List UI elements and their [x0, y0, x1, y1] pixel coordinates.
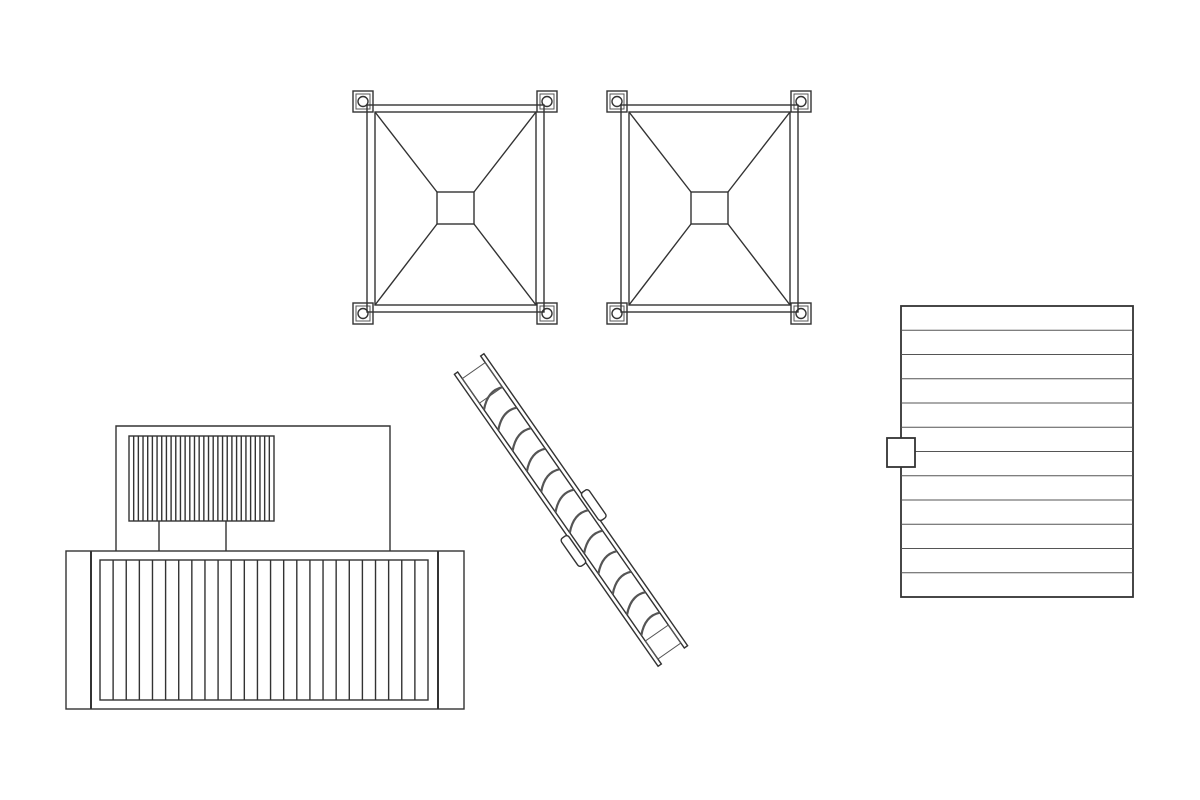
deck-post — [886, 437, 916, 468]
ladder-rung — [640, 611, 660, 636]
unit-end-dividers — [90, 551, 439, 709]
post-cap — [541, 95, 553, 108]
ladder-rung — [525, 447, 546, 472]
pergola-post — [606, 302, 628, 325]
pergola-post — [352, 302, 374, 325]
pergola-outer-frame — [620, 104, 799, 313]
post-inner — [355, 305, 371, 322]
ladder-rungs — [482, 386, 660, 636]
pergola-2 — [606, 90, 812, 325]
post-outer — [352, 302, 374, 325]
post-cap — [357, 95, 369, 108]
ladder-rung — [482, 386, 503, 410]
ladder-wheel-right — [580, 489, 607, 522]
ladder-wheel-left — [560, 534, 587, 568]
ladder-rung — [511, 427, 532, 451]
pergola-post — [790, 90, 812, 113]
post-outer — [606, 90, 628, 113]
grille-bars — [132, 436, 271, 521]
post-inner — [793, 305, 809, 322]
pergola-center-square — [690, 191, 729, 225]
post-cap — [611, 307, 623, 320]
ladder-rung — [583, 529, 603, 554]
ladder-rung — [625, 591, 646, 615]
unit-slat-frame — [99, 559, 429, 701]
ladder — [453, 352, 689, 668]
pergolas — [352, 90, 812, 325]
post-inner — [609, 305, 625, 322]
post-inner — [539, 305, 555, 322]
post-inner — [539, 93, 555, 110]
pergola-inner-frame — [628, 111, 791, 306]
deck — [886, 305, 1134, 598]
post-outer — [352, 90, 374, 113]
deck-boards — [901, 329, 1133, 574]
pergola-rafters — [374, 111, 537, 306]
pergola-center-square — [436, 191, 475, 225]
ladder-rung — [597, 550, 618, 574]
ladder-rung — [554, 488, 575, 513]
pergola-post — [536, 90, 558, 113]
ladder-bottom-end — [644, 624, 682, 660]
ladder-rung — [568, 509, 589, 533]
post-outer — [536, 90, 558, 113]
unit-lower-box — [65, 550, 465, 710]
ladder-rung — [540, 468, 560, 492]
ladder-rung — [497, 406, 517, 431]
pergola-post — [352, 90, 374, 113]
post-outer — [536, 302, 558, 325]
post-outer — [606, 302, 628, 325]
pergola-inner-frame — [374, 111, 537, 306]
grille-frame — [128, 435, 275, 522]
pergola-rafters — [628, 111, 791, 306]
pergola-post — [536, 302, 558, 325]
pergola-1 — [352, 90, 558, 325]
ladder-rail-right — [479, 352, 689, 649]
pergola-post — [606, 90, 628, 113]
post-outer — [790, 90, 812, 113]
post-outer — [790, 302, 812, 325]
post-inner — [355, 93, 371, 110]
pergola-post — [790, 302, 812, 325]
ladder-top-end — [461, 361, 504, 404]
grille-stem — [158, 521, 227, 551]
post-cap — [357, 307, 369, 320]
post-inner — [609, 93, 625, 110]
ladder-rung — [611, 570, 632, 595]
pergola-outer-frame — [366, 104, 545, 313]
post-cap — [795, 95, 807, 108]
unit-upper-box — [115, 425, 391, 551]
storage-unit — [65, 425, 465, 710]
unit-slats — [112, 560, 416, 700]
post-cap — [611, 95, 623, 108]
ladder-rail-left — [453, 371, 663, 668]
post-inner — [793, 93, 809, 110]
